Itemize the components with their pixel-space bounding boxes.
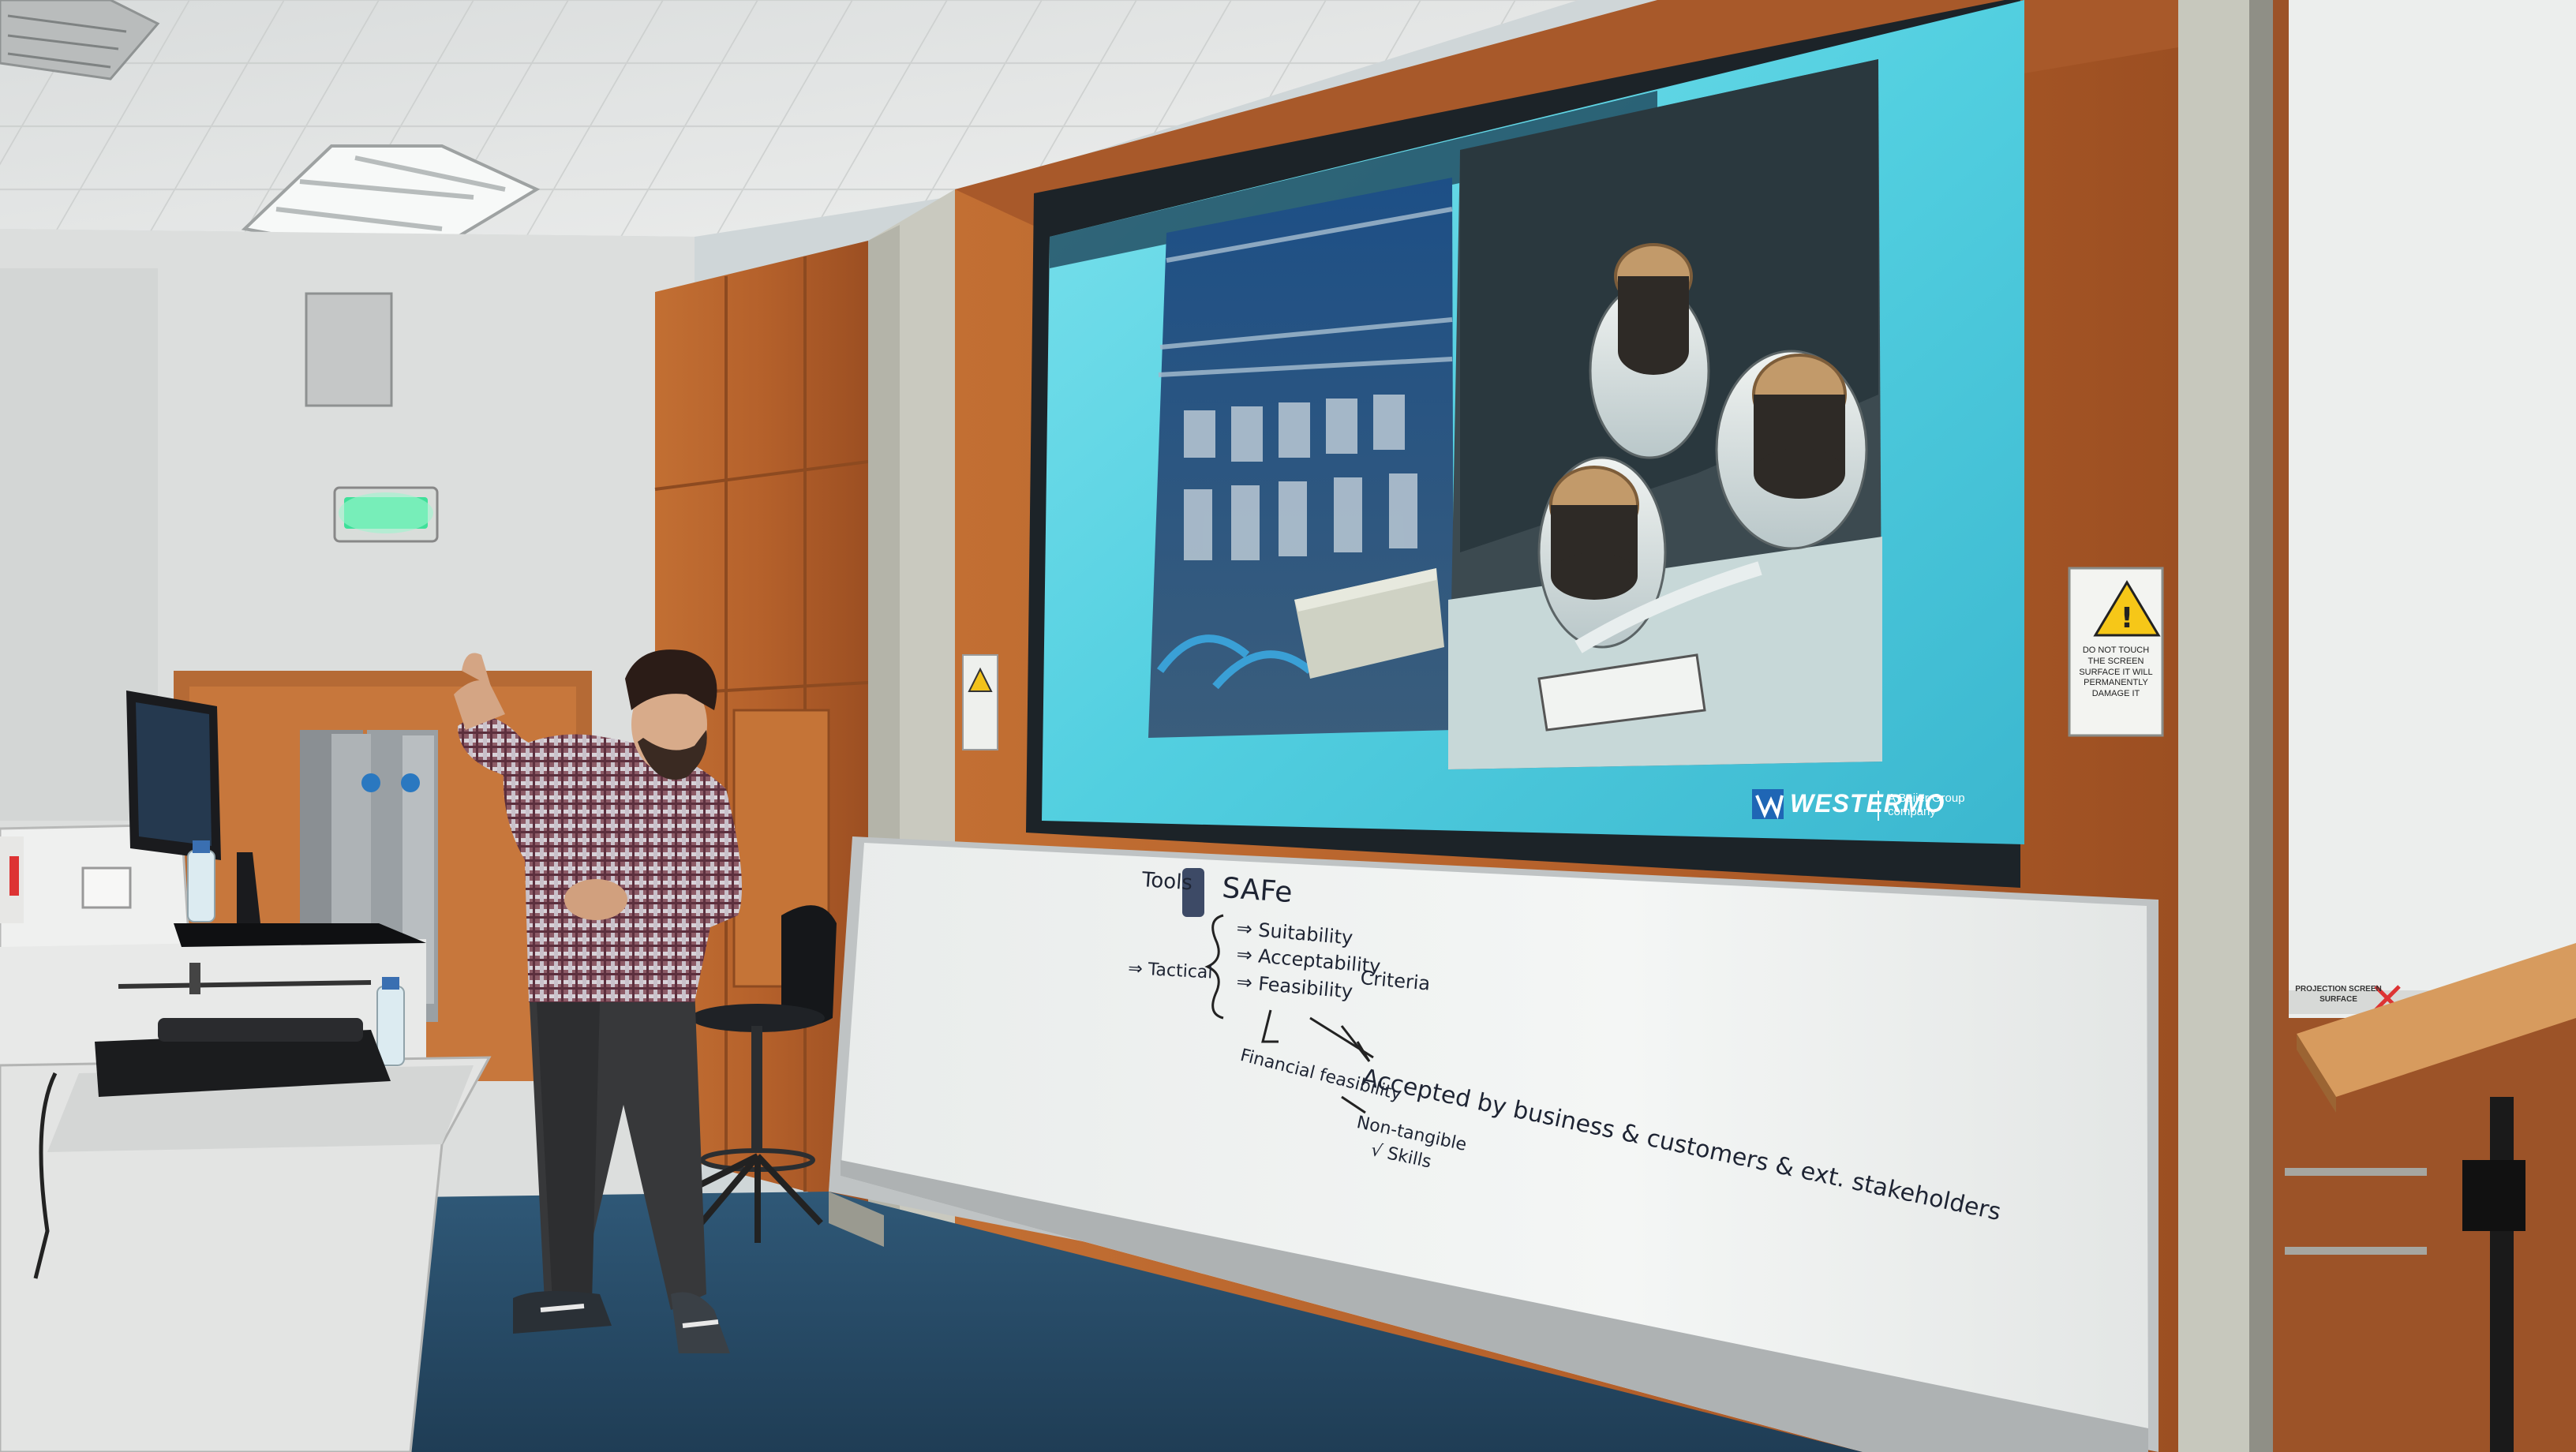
small-warning-sign (962, 654, 998, 750)
whiteboard (841, 843, 2148, 1452)
warning-sign-text: DO NOT TOUCH THE SCREEN SURFACE IT WILL … (2079, 646, 2153, 698)
wb-safe: SAFe (1221, 872, 1294, 910)
warning-sign (2068, 567, 2164, 737)
cable-cross-sections (1537, 243, 1868, 653)
presenter (454, 649, 742, 1353)
right-lectern (2297, 943, 2576, 1097)
projection-screen-label: PROJECTION SCREEN SURFACE (2295, 985, 2382, 1004)
side-projection-screen (2178, 0, 2249, 1452)
wb-tools: Tools (1140, 868, 1193, 896)
svg-text:!: ! (2121, 602, 2133, 634)
ceiling-light (241, 144, 541, 263)
slide-brand-sub: A Beijer Group company (1888, 791, 1965, 818)
slide-brand-name: WESTERMO (1790, 789, 1945, 818)
wall-speaker (305, 292, 393, 407)
whiteboard-eraser (1182, 868, 1204, 917)
stool-chair (653, 905, 837, 1243)
podium (0, 690, 492, 1452)
